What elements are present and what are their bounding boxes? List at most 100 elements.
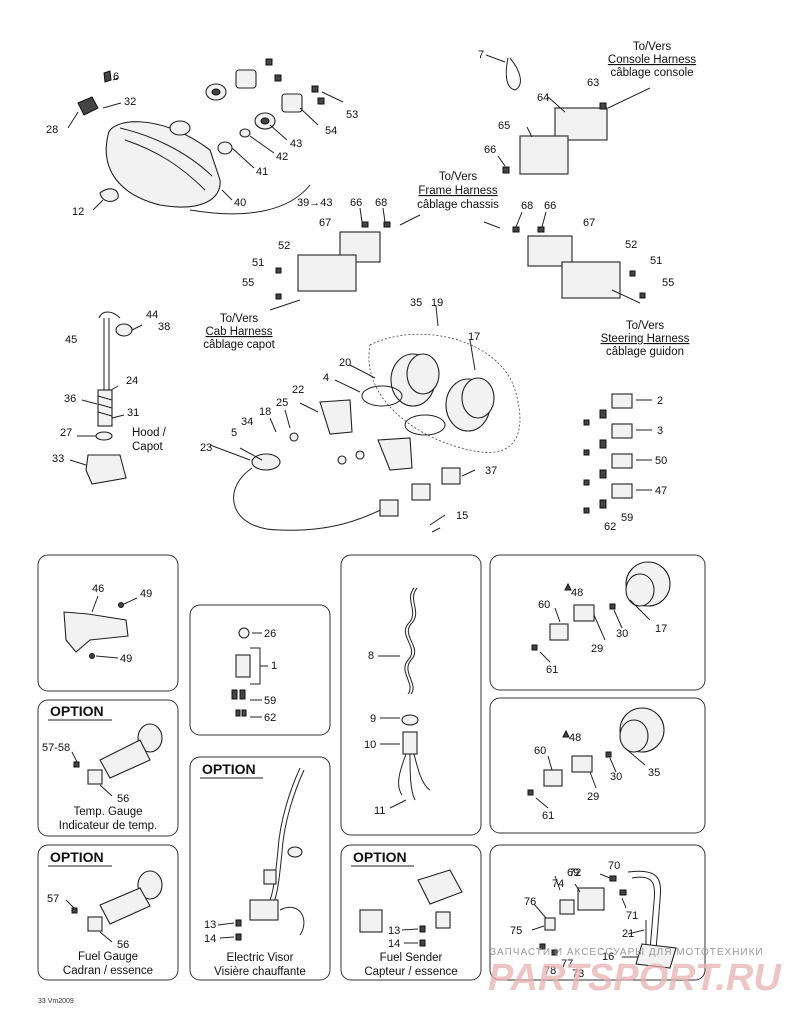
- callout-4: 4: [323, 372, 329, 384]
- svg-text:To/Vers: To/Vers: [633, 41, 672, 53]
- frame-harness-label: To/Vers Frame Harness câblage chassis: [417, 171, 499, 211]
- callout-49-top: 49: [140, 588, 152, 600]
- svg-text:Steering Harness: Steering Harness: [601, 333, 690, 345]
- callout-38: 38: [158, 321, 170, 333]
- callout-40: 40: [234, 197, 246, 209]
- callout-62-switchbox: 62: [264, 712, 276, 724]
- callout-69: 69: [567, 867, 579, 879]
- svg-text:câblage chassis: câblage chassis: [417, 199, 499, 211]
- callout-14-visor: 14: [204, 933, 216, 945]
- callout-42: 42: [276, 151, 288, 163]
- cab-connectors: [269, 207, 421, 311]
- callout-17-box: 17: [655, 623, 667, 635]
- callout-65: 65: [498, 120, 510, 132]
- callout-72: 72: [569, 867, 581, 879]
- callout-29-top: 29: [591, 643, 603, 655]
- svg-text:Temp. Gauge: Temp. Gauge: [73, 806, 142, 818]
- callout-12: 12: [72, 206, 84, 218]
- callout-77: 77: [561, 958, 573, 970]
- callout-54: 54: [325, 125, 337, 137]
- svg-text:To/Vers: To/Vers: [626, 320, 665, 332]
- callout-6: 6: [113, 71, 119, 83]
- panel-fuel-gauge: [37, 844, 179, 981]
- callout-28: 28: [46, 124, 58, 136]
- callout-34: 34: [241, 416, 253, 428]
- callout-70: 70: [608, 860, 620, 872]
- callout-29-bottom: 29: [587, 791, 599, 803]
- panel-gauge-17: [489, 554, 706, 691]
- svg-text:Fuel Sender: Fuel Sender: [380, 952, 443, 964]
- callout-60-bottom: 60: [534, 745, 546, 757]
- svg-text:Frame Harness: Frame Harness: [418, 185, 497, 197]
- watermark-logo: PARTSPORT.RU: [488, 957, 782, 999]
- callout-68-steering: 68: [521, 200, 533, 212]
- callout-35: 35: [410, 297, 422, 309]
- callout-16: 16: [602, 951, 614, 963]
- callout-31: 31: [127, 407, 139, 419]
- callout-8: 8: [368, 650, 374, 662]
- callout-5: 5: [231, 427, 237, 439]
- electric-visor-part: [217, 767, 305, 941]
- callout-3: 3: [657, 425, 663, 437]
- callout-71: 71: [626, 910, 638, 922]
- callout-56-fuel: 56: [117, 939, 129, 951]
- callout-27: 27: [60, 427, 72, 439]
- gauge-35-part: [527, 707, 665, 809]
- callout-66-console: 66: [484, 144, 496, 156]
- callout-15: 15: [456, 510, 468, 522]
- callout-1: 1: [271, 660, 277, 672]
- svg-text:câblage capot: câblage capot: [203, 339, 275, 351]
- callout-13-visor: 13: [204, 919, 216, 931]
- callout-30-bottom: 30: [610, 771, 622, 783]
- svg-text:câblage console: câblage console: [610, 67, 693, 79]
- panel-bracket: [37, 554, 179, 692]
- figure-code: 33 Vm2009: [38, 998, 74, 1005]
- watermark-text: ЗАПЧАСТИ И АКСЕССУАРЫ ДЛЯ МОТОТЕХНИКИ: [490, 947, 764, 958]
- callout-51-cab: 51: [252, 257, 264, 269]
- callout-7: 7: [478, 49, 484, 61]
- callout-61-top: 61: [546, 664, 558, 676]
- headlight-assembly: [67, 58, 344, 215]
- callout-23: 23: [200, 442, 212, 454]
- callout-48-bottom: 48: [569, 732, 581, 744]
- panel-switch: [189, 604, 331, 736]
- panel-handle-heater: [489, 844, 706, 981]
- callout-66-cab: 66: [350, 197, 362, 209]
- cab-harness-label: To/Vers Cab Harness câblage capot: [203, 313, 275, 351]
- callout-30-top: 30: [616, 628, 628, 640]
- svg-text:Fuel Gauge: Fuel Gauge: [78, 951, 138, 963]
- callout-50: 50: [655, 455, 667, 467]
- callout-25: 25: [276, 397, 288, 409]
- panel-gauge-35: [489, 697, 706, 834]
- callout-13-sender: 13: [388, 925, 400, 937]
- callout-49-bottom: 49: [120, 653, 132, 665]
- fuel-gauge-part: [65, 870, 163, 943]
- callout-33: 33: [52, 453, 64, 465]
- gauge-17-part: [531, 561, 671, 663]
- callout-18: 18: [259, 406, 271, 418]
- svg-text:Cadran / essence: Cadran / essence: [63, 965, 153, 977]
- callout-19: 19: [431, 297, 443, 309]
- handle-heater-part: [531, 870, 677, 969]
- callout-62-switches: 62: [604, 521, 616, 533]
- bracket-part: [63, 595, 138, 659]
- svg-text:To/Vers: To/Vers: [220, 313, 259, 325]
- callout-43: 43: [290, 138, 302, 150]
- callout-52-cab: 52: [278, 240, 290, 252]
- svg-text:Electric Visor: Electric Visor: [227, 952, 294, 964]
- callout-74: 74: [552, 878, 564, 890]
- option-title-temp: OPTION: [50, 703, 104, 719]
- callout-11: 11: [374, 805, 385, 817]
- cable-part: [378, 587, 431, 809]
- callout-64: 64: [537, 92, 549, 104]
- callout-24: 24: [126, 375, 138, 387]
- fuel-sender-caption: Fuel Sender Capteur / essence: [364, 952, 457, 978]
- electric-visor-caption: Electric Visor Visière chauffante: [214, 952, 306, 978]
- console-connectors: [485, 54, 651, 175]
- hood-support: [69, 311, 143, 485]
- callout-44: 44: [146, 309, 158, 321]
- option-title-fuel-gauge: OPTION: [50, 849, 104, 865]
- callout-14-sender: 14: [388, 938, 400, 950]
- callout-78: 78: [544, 965, 556, 977]
- callout-59-switches: 59: [621, 512, 633, 524]
